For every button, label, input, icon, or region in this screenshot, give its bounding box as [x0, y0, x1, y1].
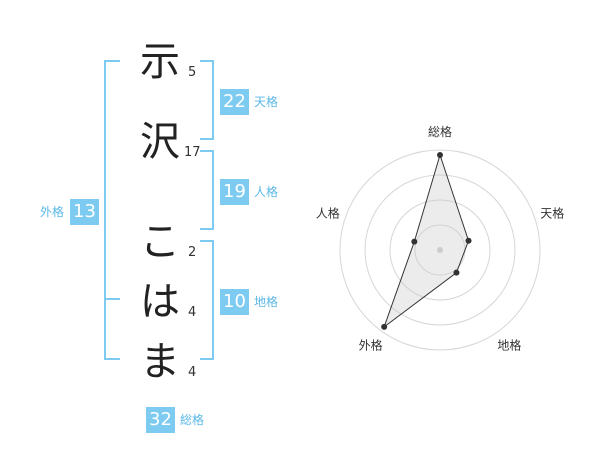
tenkaku-value: 22 — [220, 89, 249, 115]
chikaku-label: 地格 — [254, 295, 279, 309]
radar-axis-label-4: 外格 — [359, 337, 383, 352]
stroke-count-4: 4 — [188, 305, 197, 320]
stroke-count-2: 17 — [184, 145, 201, 160]
radar-ring-3 — [364, 174, 516, 326]
tenkaku-label: 天格 — [254, 95, 279, 109]
gaikaku-label: 外格 — [40, 205, 65, 219]
radar-point-4 — [381, 323, 388, 330]
radar-point-5 — [411, 238, 418, 245]
stroke-count-1: 5 — [188, 65, 197, 80]
chikaku-value: 10 — [220, 289, 249, 315]
stroke-count-5: 4 — [188, 365, 197, 380]
name-char-3: こ — [140, 219, 180, 265]
name-char-4: は — [140, 279, 180, 325]
soukaku-value: 32 — [146, 407, 175, 433]
radar-axis-label-2: 天格 — [540, 206, 564, 221]
radar-axis-label-5: 人格 — [316, 206, 340, 221]
radar-point-1 — [437, 152, 443, 158]
radar-center — [437, 247, 443, 253]
radar-area — [383, 153, 470, 329]
jinkaku-value: 19 — [220, 179, 249, 205]
radar-point-3 — [453, 269, 460, 276]
radar-ring-2 — [389, 199, 491, 301]
name-char-2: 沢 — [140, 119, 180, 165]
name-char-5: ま — [140, 339, 180, 385]
name-char-1: 示 — [140, 39, 180, 85]
tenkaku-bracket — [200, 60, 214, 140]
stroke-count-3: 2 — [188, 245, 197, 260]
jinkaku-bracket — [200, 150, 214, 230]
chikaku-bracket — [200, 240, 214, 360]
jinkaku-label: 人格 — [254, 185, 279, 199]
gaikaku-value: 13 — [70, 199, 99, 225]
gaikaku-bracket — [104, 60, 120, 360]
radar-axis-label-1: 総格 — [428, 124, 452, 139]
radar-ring-4 — [339, 149, 541, 351]
radar-point-2 — [465, 237, 472, 244]
soukaku-label: 総格 — [180, 413, 205, 427]
radar-axis-label-3: 地格 — [497, 337, 521, 352]
gaikaku-bracket-tick — [104, 298, 120, 300]
